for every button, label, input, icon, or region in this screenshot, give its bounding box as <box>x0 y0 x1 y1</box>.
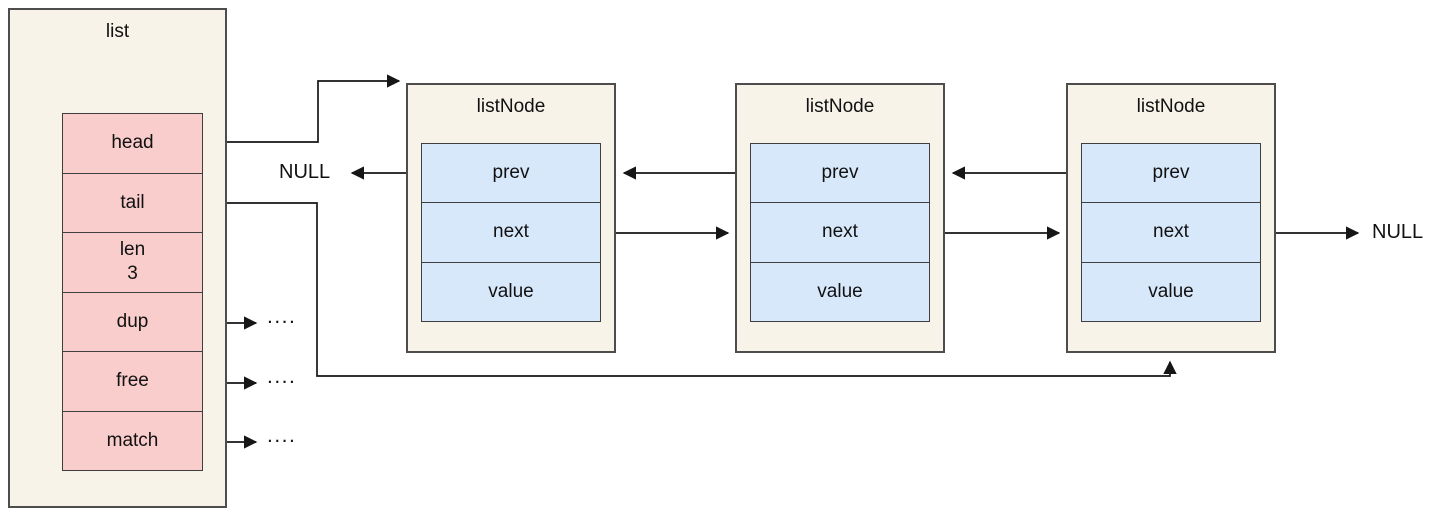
list-title: list <box>105 21 130 42</box>
list-field-free-label: free <box>116 370 149 392</box>
dots-label-dup: .... <box>267 305 297 328</box>
listnode-2-title: listNode <box>805 96 875 117</box>
listnode-3-prev-cell: prev <box>1082 144 1260 203</box>
list-field-stack: head tail len 3 dup free match <box>62 113 203 471</box>
listnode-2-prev-cell: prev <box>751 144 929 203</box>
list-field-head: head <box>63 114 202 173</box>
list-field-len: len 3 <box>63 232 202 292</box>
listnode-2-next-cell: next <box>751 202 929 262</box>
list-field-len-value: 3 <box>127 263 138 285</box>
listnode-1-next-cell: next <box>422 202 600 262</box>
list-field-dup: dup <box>63 291 202 351</box>
listnode-2-value-cell: value <box>751 261 929 321</box>
listnode-1-value-cell: value <box>422 261 600 321</box>
listnode-box-1: listNode prev next value <box>406 83 616 353</box>
list-field-match-label: match <box>106 429 159 451</box>
null-label-right: NULL <box>1372 221 1424 243</box>
list-field-dup-label: dup <box>116 310 149 332</box>
listnode-1-field-stack: prev next value <box>421 143 601 322</box>
null-label-left: NULL <box>279 161 331 183</box>
list-field-len-label: len <box>119 239 146 261</box>
head-pointer-arrow <box>203 74 401 143</box>
listnode-3-title: listNode <box>1136 96 1206 117</box>
listnode-2-field-stack: prev next value <box>750 143 930 322</box>
list-field-tail: tail <box>63 172 202 232</box>
listnode-3-field-stack: prev next value <box>1081 143 1261 322</box>
tail-pointer-arrow <box>203 202 1177 377</box>
list-field-tail-label: tail <box>120 191 145 213</box>
dots-label-free: .... <box>267 365 297 388</box>
listnode-box-3: listNode prev next value <box>1066 83 1276 353</box>
listnode-box-2: listNode prev next value <box>735 83 945 353</box>
listnode-3-value-cell: value <box>1082 261 1260 321</box>
dots-label-match: .... <box>267 424 297 447</box>
listnode-1-title: listNode <box>476 96 546 117</box>
list-field-free: free <box>63 351 202 411</box>
list-field-head-label: head <box>111 132 154 154</box>
listnode-3-next-cell: next <box>1082 202 1260 262</box>
listnode-1-prev-cell: prev <box>422 144 600 203</box>
list-field-match: match <box>63 410 202 470</box>
